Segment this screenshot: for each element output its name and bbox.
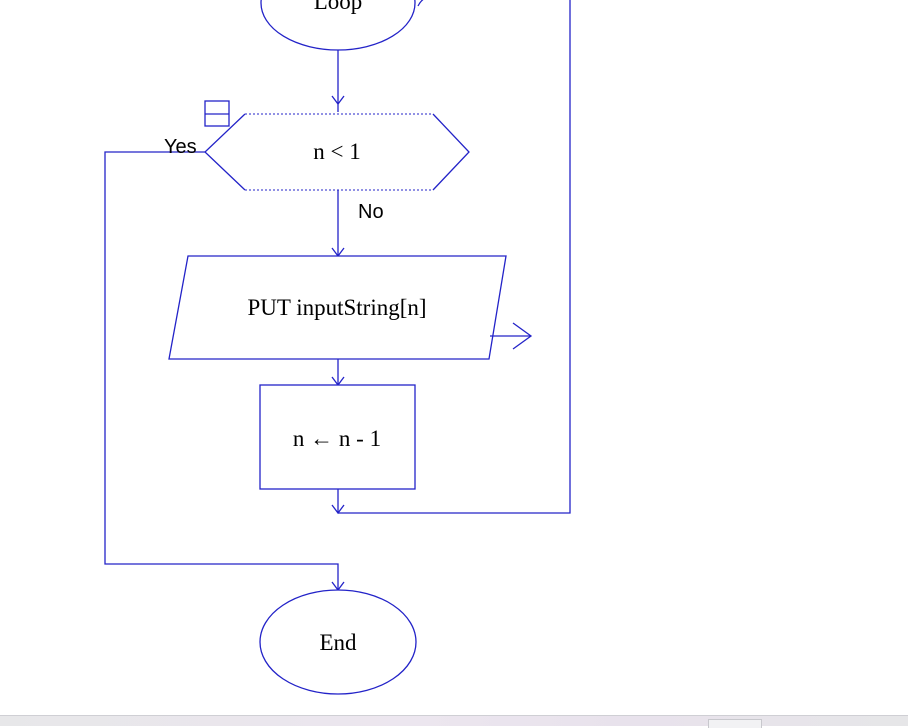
collapse-toggle-icon[interactable] [204, 100, 230, 127]
connectors [104, 0, 571, 592]
yes-label: Yes [164, 136, 197, 158]
status-bar-slot [708, 719, 762, 728]
end-node[interactable]: End [259, 589, 417, 695]
loop-ellipse[interactable] [260, 0, 416, 51]
decision-node[interactable]: n < 1 [204, 113, 470, 191]
decision-yes-connector [104, 151, 339, 590]
no-label: No [358, 201, 384, 223]
output-parallelogram[interactable] [168, 255, 507, 360]
process-label: n ← n - 1 [293, 426, 381, 451]
output-label: PUT inputString[n] [247, 295, 426, 320]
end-label: End [319, 630, 357, 655]
decision-left-edge [204, 113, 246, 191]
output-node[interactable]: PUT inputString[n] [168, 255, 507, 360]
decision-right-edge [432, 113, 470, 191]
arrowhead [331, 95, 345, 106]
loop-back-connector [338, 0, 571, 514]
loop-back-arrow-curve [417, 0, 424, 7]
decision-fill [205, 114, 469, 190]
output-arrow-icon [490, 322, 533, 350]
process-box[interactable] [259, 384, 416, 490]
decision-label: n < 1 [313, 139, 360, 164]
status-bar [0, 715, 908, 728]
process-node[interactable]: n ← n - 1 [259, 384, 416, 490]
loop-node[interactable]: Loop [260, 0, 430, 51]
end-ellipse[interactable] [259, 589, 417, 695]
loop-label: Loop [314, 0, 363, 14]
